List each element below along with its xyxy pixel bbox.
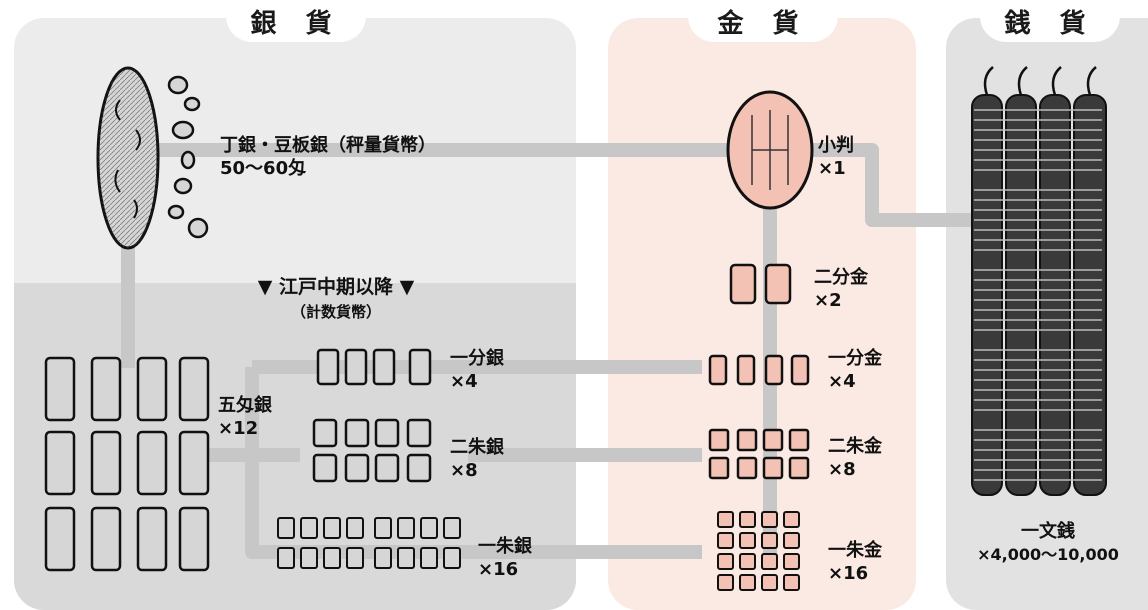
gomonme-amount: ×12 (218, 418, 259, 439)
nishukin-name: 二朱金 (828, 436, 882, 457)
isshugin-label: 一朱銀 ×16 (478, 535, 532, 581)
nishugin-name: 二朱銀 (450, 437, 504, 458)
gomonme-gin-grid (44, 356, 210, 572)
era-note-sub: （計数貨幣） (290, 303, 381, 321)
nibu-kin-coins (729, 263, 792, 305)
chogin-label: 丁銀・豆板銀（秤量貨幣） 50〜60匁 (220, 134, 436, 180)
nibukin-amount: ×2 (814, 290, 842, 311)
isshukin-label: 一朱金 ×16 (828, 539, 882, 585)
nishugin-amount: ×8 (450, 460, 478, 481)
koban-coin (726, 90, 814, 210)
nibukin-label: 二分金 ×2 (814, 266, 868, 312)
koban-amount: ×1 (818, 158, 846, 179)
isshu-line (245, 367, 702, 559)
nibukin-name: 二分金 (814, 267, 868, 288)
isshukin-name: 一朱金 (828, 540, 882, 561)
mameitagin-pieces (167, 75, 209, 239)
koban-to-zeni-line (810, 143, 980, 227)
ichibugin-amount: ×4 (450, 371, 478, 392)
isshukin-amount: ×16 (828, 563, 869, 584)
chogin-amount: 50〜60匁 (220, 158, 307, 179)
nishu-gin-coins (312, 418, 432, 483)
gomonme-label: 五匁銀 ×12 (218, 394, 272, 440)
ichimonsen-name: 一文銭 (1021, 521, 1075, 542)
isshu-gin-coins (277, 517, 461, 569)
chogin-name: 丁銀・豆板銀（秤量貨幣） (220, 135, 436, 156)
era-note-main: ▼ 江戸中期以降 ▼ (257, 276, 415, 298)
silver-section-title: 銀 貨 (226, 0, 366, 42)
nishugin-label: 二朱銀 ×8 (450, 436, 504, 482)
ichibugin-label: 一分銀 ×4 (450, 347, 504, 393)
ichibukin-label: 一分金 ×4 (828, 347, 882, 393)
ichimonsen-amount: ×4,000〜10,000 (977, 545, 1119, 564)
ichibugin-name: 一分銀 (450, 348, 504, 369)
nishu-kin-coins (708, 428, 810, 480)
copper-section-title: 銭 貨 (980, 0, 1120, 42)
gold-section-title: 金 貨 (688, 0, 838, 42)
nishukin-label: 二朱金 ×8 (828, 435, 882, 481)
ichibukin-amount: ×4 (828, 371, 856, 392)
koban-label: 小判 ×1 (818, 134, 854, 180)
isshugin-amount: ×16 (478, 559, 519, 580)
ichimonsen-label: 一文銭 ×4,000〜10,000 (958, 520, 1138, 566)
isshugin-name: 一朱銀 (478, 536, 532, 557)
isshu-kin-coins (717, 511, 800, 591)
nishukin-amount: ×8 (828, 459, 856, 480)
ichibukin-name: 一分金 (828, 348, 882, 369)
gomonme-name: 五匁銀 (218, 395, 272, 416)
ichimon-sen-strings (971, 66, 1107, 496)
era-note: ▼ 江戸中期以降 ▼ （計数貨幣） (226, 272, 446, 322)
ichibu-kin-coins (708, 354, 810, 386)
ichibu-gin-coins (316, 348, 432, 386)
koban-name: 小判 (818, 135, 854, 156)
chogin-coin (96, 66, 160, 250)
